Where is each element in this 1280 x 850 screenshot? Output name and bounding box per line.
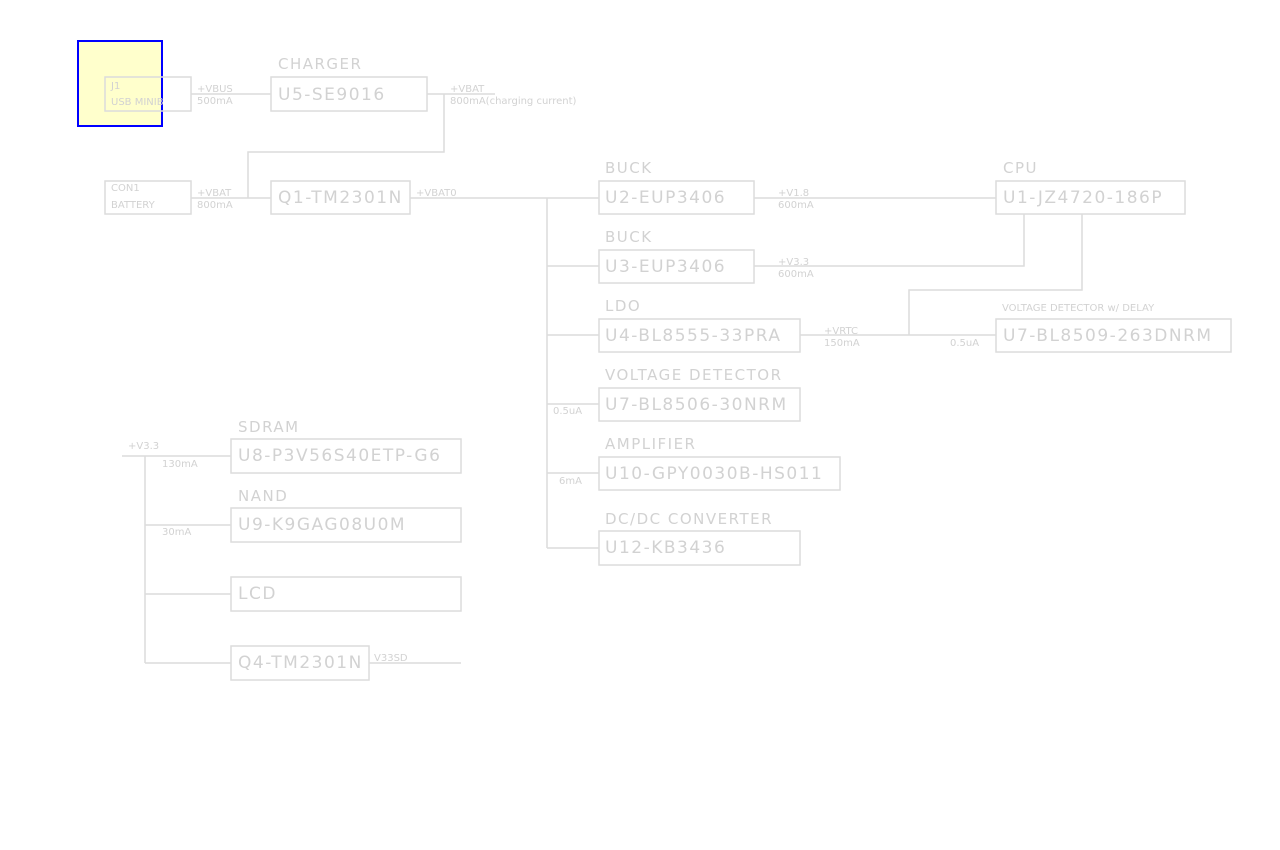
net-v18: +V1.8 xyxy=(778,188,809,199)
part-u4-ldo[interactable]: LDO U4-BL8555-33PRA xyxy=(598,297,801,353)
u7a-name: U7-BL8506-30NRM xyxy=(605,395,788,415)
u9-title: NAND xyxy=(238,487,288,505)
net-vrtc: +VRTC xyxy=(824,326,858,337)
u5-name: U5-SE9016 xyxy=(278,85,386,105)
part-q1[interactable]: Q1-TM2301N xyxy=(270,180,411,215)
lcd-name: LCD xyxy=(238,584,277,604)
con1-ref: CON1 xyxy=(111,183,140,194)
u4-title: LDO xyxy=(605,297,641,315)
u1-title: CPU xyxy=(1003,159,1038,177)
part-u10-amplifier[interactable]: AMPLIFIER U10-GPY0030B-HS011 xyxy=(598,435,841,491)
part-u5-charger[interactable]: CHARGER U5-SE9016 xyxy=(270,55,428,112)
u5-title: CHARGER xyxy=(278,55,362,73)
net-v33-current: 600mA xyxy=(778,269,814,280)
net-vrtc-current: 150mA xyxy=(824,338,860,349)
part-j1-usb[interactable]: J1 USB MINIB xyxy=(104,76,192,112)
j1-ref: J1 xyxy=(110,81,120,92)
u2-title: BUCK xyxy=(605,159,653,177)
wires xyxy=(122,93,1083,664)
part-u7-voltage-detector[interactable]: VOLTAGE DETECTOR U7-BL8506-30NRM xyxy=(598,366,801,422)
net-vbat0: +VBAT0 xyxy=(416,188,457,199)
part-u12-dcdc[interactable]: DC/DC CONVERTER U12-KB3436 xyxy=(598,510,801,566)
net-vbat-charge: +VBAT xyxy=(450,84,485,95)
q1-name: Q1-TM2301N xyxy=(278,188,403,208)
part-lcd[interactable]: LCD xyxy=(230,576,462,612)
part-u2-buck[interactable]: BUCK U2-EUP3406 xyxy=(598,159,755,215)
u12-title: DC/DC CONVERTER xyxy=(605,510,773,528)
net-vbat-charge-current: 800mA(charging current) xyxy=(450,96,577,107)
u2-name: U2-EUP3406 xyxy=(605,188,726,208)
part-u1-cpu[interactable]: CPU U1-JZ4720-186P xyxy=(995,159,1186,215)
net-vrtc-detector-current: 0.5uA xyxy=(950,338,979,349)
net-vbat-current: 800mA xyxy=(197,200,233,211)
u7b-title: VOLTAGE DETECTOR w/ DELAY xyxy=(1002,303,1155,314)
part-u8-sdram[interactable]: SDRAM U8-P3V56S40ETP-G6 xyxy=(230,418,462,474)
net-sdram-current: 130mA xyxy=(162,459,198,470)
net-vbus: +VBUS xyxy=(197,84,233,95)
part-u9-nand[interactable]: NAND U9-K9GAG08U0M xyxy=(230,487,462,543)
u8-title: SDRAM xyxy=(238,418,300,436)
net-vbus-current: 500mA xyxy=(197,96,233,107)
j1-value: USB MINIB xyxy=(111,97,164,108)
part-u3-buck[interactable]: BUCK U3-EUP3406 xyxy=(598,228,755,284)
u3-name: U3-EUP3406 xyxy=(605,257,726,277)
part-u7-detector-delay[interactable]: VOLTAGE DETECTOR w/ DELAY U7-BL8509-263D… xyxy=(995,303,1232,353)
selection-highlight[interactable] xyxy=(77,40,163,127)
u3-title: BUCK xyxy=(605,228,653,246)
u10-name: U10-GPY0030B-HS011 xyxy=(605,464,823,484)
net-v33sd: V33SD xyxy=(374,653,408,664)
net-v18-current: 600mA xyxy=(778,200,814,211)
u7b-name: U7-BL8509-263DNRM xyxy=(1003,326,1213,346)
u12-name: U12-KB3436 xyxy=(605,538,726,558)
net-vbat: +VBAT xyxy=(197,188,232,199)
part-con1-battery[interactable]: CON1 BATTERY xyxy=(104,180,192,215)
net-vdet-current: 0.5uA xyxy=(553,406,582,417)
net-v33: +V3.3 xyxy=(778,257,809,268)
part-q4[interactable]: Q4-TM2301N xyxy=(230,645,370,681)
u1-name: U1-JZ4720-186P xyxy=(1003,188,1163,208)
net-amp-current: 6mA xyxy=(559,476,582,487)
u7a-title: VOLTAGE DETECTOR xyxy=(605,366,783,384)
net-nand-current: 30mA xyxy=(162,527,191,538)
q4-name: Q4-TM2301N xyxy=(238,653,363,673)
u8-name: U8-P3V56S40ETP-G6 xyxy=(238,446,441,466)
net-v33-left: +V3.3 xyxy=(128,441,159,452)
u9-name: U9-K9GAG08U0M xyxy=(238,515,406,535)
con1-value: BATTERY xyxy=(111,200,156,211)
u4-name: U4-BL8555-33PRA xyxy=(605,326,781,346)
u10-title: AMPLIFIER xyxy=(605,435,696,453)
